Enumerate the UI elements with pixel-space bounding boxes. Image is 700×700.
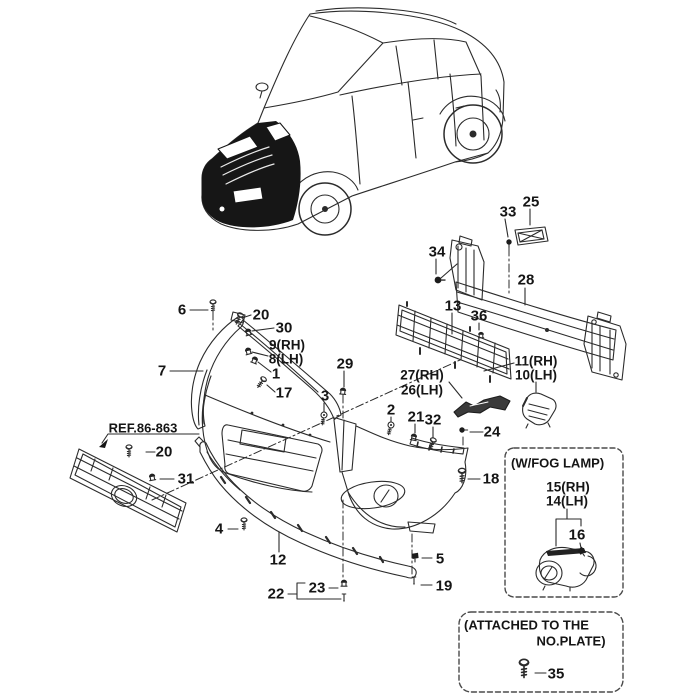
- callout-22: 22: [267, 585, 285, 603]
- callout-12: 12: [269, 551, 287, 569]
- beam-bracket-right: [583, 311, 627, 381]
- no-plate-box-title-line2: NO.PLATE): [536, 633, 606, 649]
- callout-34: 34: [428, 243, 446, 261]
- clip-icon: [243, 346, 253, 356]
- bumper-lower-strip: [194, 436, 417, 579]
- fog-lamp-box-title: (W/FOG LAMP): [511, 455, 605, 471]
- callout-14-lh: 14(LH): [545, 493, 589, 509]
- screw-icon: [254, 375, 268, 390]
- callout-29: 29: [336, 355, 354, 373]
- stay-bracket-25: [514, 226, 549, 246]
- callout-36: 36: [470, 307, 488, 325]
- beam-bracket-left: [449, 235, 485, 301]
- front-bumper-cover: [201, 394, 469, 534]
- callout-18: 18: [482, 470, 500, 488]
- callout-13: 13: [444, 297, 462, 315]
- callout-ref-grille: REF.86-863: [108, 420, 178, 436]
- fog-lamp-option-box: [504, 447, 624, 598]
- callout-21: 21: [407, 408, 425, 426]
- clip-icon: [411, 552, 420, 563]
- fog-lamp-cover-bezel: [522, 392, 557, 429]
- leader-lines: [99, 208, 582, 674]
- callout-27-rh: 27(RH): [400, 367, 444, 383]
- vehicle-illustration: [201, 7, 506, 236]
- vehicle-front-fascia: [201, 121, 301, 228]
- callout-4: 4: [214, 520, 224, 538]
- clip-icon: [505, 238, 513, 249]
- callout-6: 6: [177, 301, 187, 319]
- callout-24: 24: [483, 423, 501, 441]
- clip-icon: [147, 472, 157, 482]
- screw-icon: [209, 299, 217, 313]
- callout-8-lh: 8(LH): [268, 351, 304, 367]
- bolt-icon: [433, 275, 446, 285]
- clip-icon: [458, 426, 469, 434]
- screw-icon: [125, 444, 133, 458]
- clip-icon: [338, 386, 347, 396]
- callout-3: 3: [320, 387, 330, 405]
- callout-23: 23: [308, 579, 326, 597]
- screw-icon: [457, 467, 467, 484]
- front-wheel: [298, 182, 352, 236]
- rear-wheel: [443, 104, 503, 164]
- bolt-icon: [384, 420, 396, 436]
- callout-20-cover: 20: [252, 306, 270, 324]
- callout-19: 19: [435, 577, 453, 595]
- callout-7: 7: [157, 362, 167, 380]
- bolt-icon: [318, 410, 329, 426]
- callout-30: 30: [275, 319, 293, 337]
- bumper-reinforcement-beam: [449, 235, 627, 381]
- clip-icon: [250, 355, 260, 365]
- pin-icon: [341, 593, 347, 603]
- no-plate-box-title-line1: (ATTACHED TO THE: [464, 617, 589, 633]
- callout-9-rh: 9(RH): [269, 337, 305, 353]
- screw-icon: [518, 658, 530, 679]
- callout-26-lh: 26(LH): [400, 382, 444, 398]
- callout-25: 25: [522, 193, 540, 211]
- headlamp: [217, 135, 259, 160]
- lower-bumper-grille: [395, 301, 512, 383]
- clip-icon: [340, 579, 348, 587]
- no-plate-option-box: [458, 611, 624, 693]
- callout-32: 32: [424, 411, 442, 429]
- callout-16: 16: [568, 526, 586, 544]
- fog-lamp-unit: [535, 546, 597, 592]
- ref-leader: [101, 433, 200, 444]
- callout-1: 1: [271, 365, 281, 383]
- callout-2: 2: [386, 401, 396, 419]
- screw-icon: [477, 331, 485, 339]
- screw-icon: [240, 517, 248, 531]
- radiator-grille: [69, 448, 187, 533]
- callout-31: 31: [177, 470, 195, 488]
- callout-11-rh: 11(RH): [514, 353, 558, 369]
- callout-35: 35: [547, 665, 565, 683]
- callout-28: 28: [517, 271, 535, 289]
- callout-17: 17: [275, 384, 293, 402]
- fog-lamp-bracket: [453, 395, 511, 418]
- license-plate: [232, 186, 264, 204]
- grille-emblem: [110, 484, 138, 508]
- side-mirror: [255, 82, 269, 92]
- callout-15-rh: 15(RH): [546, 479, 590, 495]
- callout-20-grille: 20: [155, 443, 173, 461]
- ref-arrowhead-icon: [99, 439, 108, 448]
- center-lines: [151, 247, 510, 579]
- bumper-molding-strip: [409, 437, 465, 455]
- callout-10-lh: 10(LH): [514, 367, 558, 383]
- callout-5: 5: [435, 550, 445, 568]
- callout-33: 33: [499, 203, 517, 221]
